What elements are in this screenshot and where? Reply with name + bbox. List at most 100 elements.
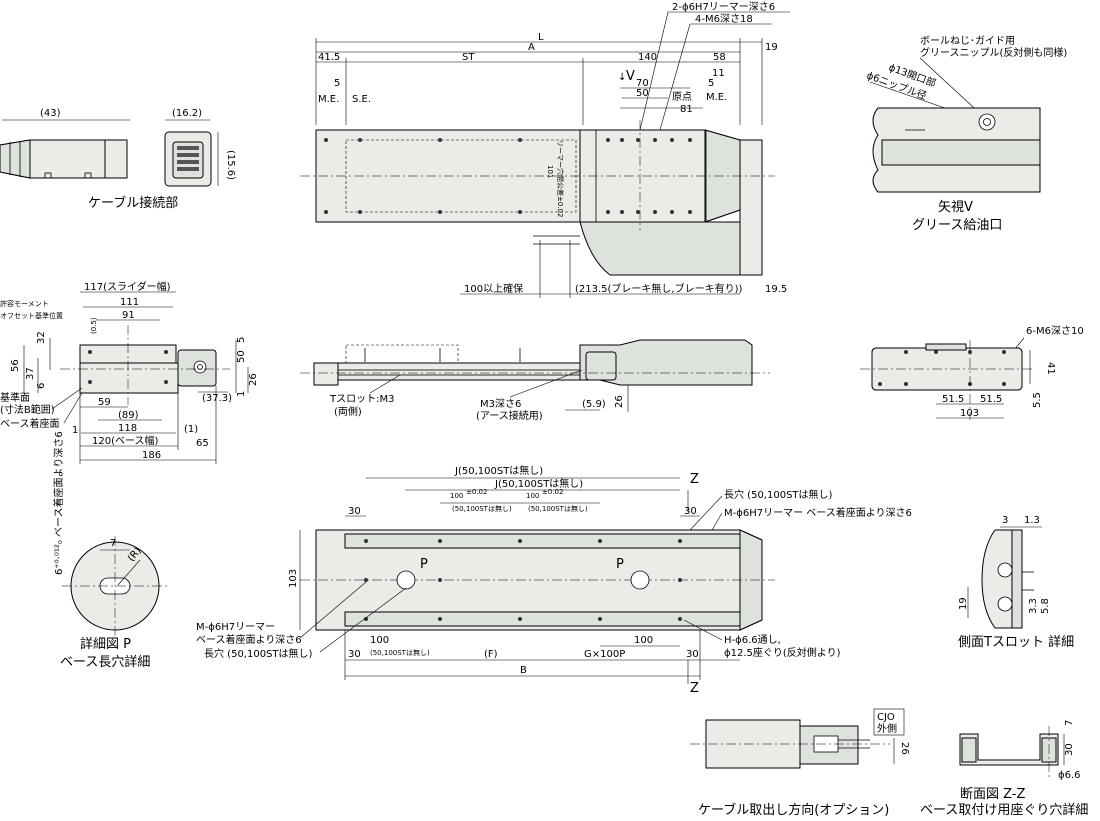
- label-origin: 原点: [672, 91, 692, 103]
- top-view: L A 19 41.5 ST 140 58 5 M.E. S.E. ↓ V 70…: [300, 1, 790, 298]
- label-m3-depth: M3深さ6: [480, 398, 521, 410]
- caption-arrow-v: 矢視V: [938, 200, 973, 215]
- dim-30c: 30: [348, 649, 361, 660]
- note-moment-1: 許容モーメント: [0, 299, 49, 308]
- dim-16-2: (16.2): [172, 108, 202, 119]
- dim-J1: J(50,100STは無し): [454, 464, 543, 477]
- dim-103-slider: 103: [960, 408, 979, 419]
- note-base-3: ベース着座面: [0, 417, 60, 430]
- dim-50: 50: [636, 88, 649, 99]
- bottom-holes: [364, 539, 682, 621]
- arrow-v-glyph: ↓: [618, 72, 626, 83]
- label-se: S.E.: [352, 94, 371, 105]
- end-view: 117(スライダー幅) 111 91 許容モーメント オフセット基準位置 (0.…: [0, 280, 259, 464]
- label-reamer-bot-1: M-ϕ6H7リーマー: [196, 622, 275, 633]
- caption-grease-port: グリース給油口: [912, 218, 1002, 233]
- bottom-view: J(50,100STは無し) J(50,100STは無し) 100 ±0.02 …: [196, 464, 912, 696]
- caption-counterbore-detail: ベース取付け用座ぐり穴詳細: [920, 802, 1088, 818]
- dim-5-8: 5.8: [1040, 598, 1051, 614]
- label-p-right: P: [616, 557, 624, 572]
- dim-118: 118: [118, 423, 137, 434]
- dim-100a: 100: [450, 492, 463, 500]
- label-6-m6: 6-M6深さ10: [1026, 325, 1084, 337]
- dim-117: 117(スライダー幅): [84, 280, 171, 293]
- dim-58: 58: [713, 52, 726, 63]
- dim-tol-b: ±0.02: [542, 488, 563, 496]
- dim-5a: 5: [334, 78, 340, 89]
- dim-5: 5: [236, 337, 247, 343]
- dim-30a: 30: [348, 506, 361, 517]
- dim-30-section: 30: [1064, 743, 1075, 756]
- dim-ST: ST: [462, 52, 475, 63]
- side-body: [313, 362, 586, 381]
- caption-section-zz: 断面図 Z-Z: [960, 787, 1026, 802]
- dim-3-3: 3.3: [1028, 598, 1039, 614]
- slider-holes: [324, 138, 692, 214]
- label-z-top: Z: [690, 472, 699, 487]
- dim-32: 32: [36, 331, 47, 344]
- cable-connection-view: (43) (16.2) (15.6) ケーブル接続部: [0, 108, 236, 211]
- dim-100b-sub: (50,100STは無し): [528, 504, 588, 513]
- end-base: [79, 362, 179, 394]
- note-grease-2: グリースニップル(反対側も同様): [920, 46, 1067, 59]
- dim-J2: J(50,100STは無し): [494, 477, 583, 490]
- dim-56: 56: [10, 359, 21, 372]
- label-h-hole-1: H-ϕ6.6通し,: [724, 634, 781, 646]
- label-101: 101: [546, 165, 554, 178]
- dim-1c: (1): [184, 424, 198, 435]
- dim-89: (89): [118, 410, 139, 421]
- dim-37-3: (37.3): [202, 393, 232, 404]
- dim-91: 91: [122, 310, 135, 321]
- dim-F: (F): [484, 649, 498, 660]
- dim-100-min: 100以上確保: [464, 282, 523, 295]
- label-p-left: P: [420, 557, 428, 572]
- motor-end: [739, 139, 763, 276]
- caption-cable-out: ケーブル取出し方向(オプション): [698, 802, 889, 818]
- dim-0-5: (0.5): [90, 317, 98, 334]
- dim-100a-sub: (50,100STは無し): [452, 504, 512, 513]
- slot-p-left: [396, 570, 416, 590]
- dim-37: 37: [25, 367, 36, 380]
- cable-out-view: CJO 外側 26 ケーブル取出し方向(オプション): [690, 708, 910, 818]
- dim-G: G×100P: [584, 649, 625, 660]
- dim-1a: 1: [236, 391, 247, 397]
- dim-1b: 1: [72, 425, 78, 436]
- dim-43: (43): [40, 108, 61, 119]
- slider-bottom-view: 6-M6深さ10 41 51.5 51.5 103 5.5: [860, 325, 1084, 420]
- dim-65: 65: [196, 438, 209, 449]
- dim-41-5: 41.5: [318, 52, 340, 63]
- dim-6: 6: [36, 383, 47, 389]
- dim-100b: 100: [526, 492, 539, 500]
- dim-51-5a: 51.5: [942, 394, 964, 405]
- dim-186: 186: [142, 450, 161, 461]
- caption-tslot-detail: 側面Tスロット 詳細: [958, 634, 1074, 650]
- label-h-hole-2: ϕ12.5座ぐり(反対側より): [724, 646, 841, 659]
- caption-base-slot-detail: ベース長穴詳細: [60, 654, 150, 670]
- dim-7-detail: 7: [110, 538, 116, 549]
- dim-5b: 5: [708, 78, 714, 89]
- section-zz-view: 7 30 ϕ6.6 断面図 Z-Z ベース取付け用座ぐり穴詳細: [920, 720, 1088, 818]
- slot-p-right: [630, 570, 650, 590]
- label-cjo: CJO: [877, 712, 895, 723]
- dim-103-bottom: 103: [288, 569, 299, 588]
- label-z-bot: Z: [690, 681, 699, 696]
- dim-81: 81: [680, 104, 693, 115]
- arrow-v-label: V: [626, 69, 635, 84]
- tslot-detail-view: 3 1.3 19 3.3 5.8 側面Tスロット 詳細: [958, 515, 1074, 650]
- dim-120: 120(ベース幅): [92, 434, 158, 447]
- dim-50: 50: [236, 350, 247, 363]
- dim-19-5: 19.5: [765, 284, 787, 295]
- dim-19-tslot: 19: [958, 597, 969, 610]
- dim-tol-a: ±0.02: [466, 488, 487, 496]
- dim-19: 19: [765, 42, 778, 53]
- dim-3-tslot: 3: [1002, 515, 1008, 526]
- label-tslot-m3: Tスロット:M3: [329, 394, 394, 405]
- dim-26-side: 26: [614, 395, 625, 408]
- note-moment-2: オフセット基準位置: [0, 311, 63, 320]
- dim-11: 11: [712, 68, 725, 79]
- label-reamer-top: M-ϕ6H7リーマー ベース着座面より深さ6: [724, 506, 912, 519]
- dim-26: 26: [248, 373, 259, 386]
- dim-213-5: (213.5(ブレーキ無し,ブレーキ有り)): [575, 282, 743, 295]
- note-grease-1: ボールねじ･ガイド用: [920, 35, 1015, 47]
